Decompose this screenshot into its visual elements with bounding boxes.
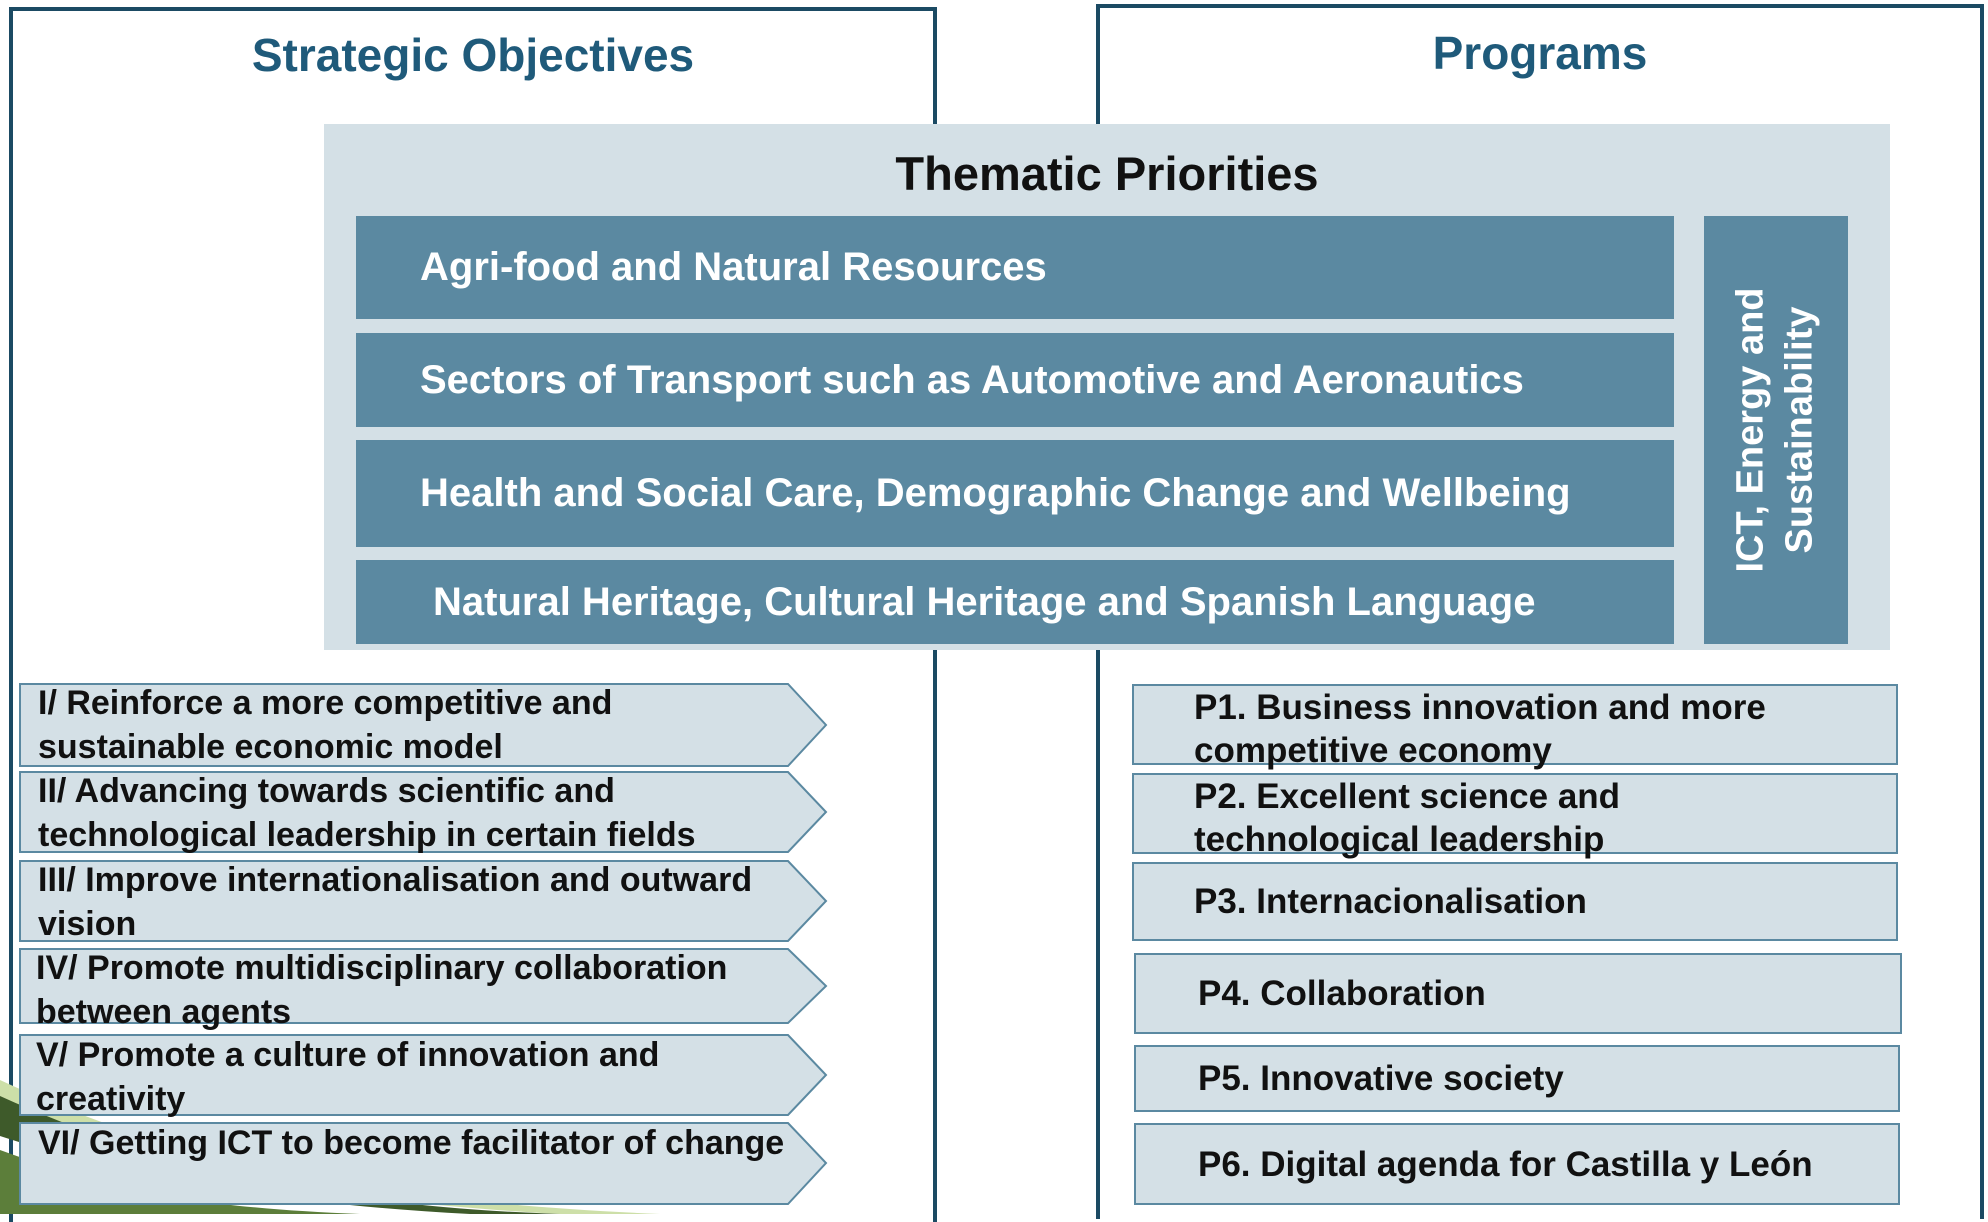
program-p5: P5. Innovative society xyxy=(1134,1045,1900,1112)
program-p2-label: P2. Excellent science and technological … xyxy=(1194,777,1621,859)
objective-arrow-6 xyxy=(19,1122,828,1205)
objective-arrow-5 xyxy=(19,1034,828,1116)
program-p4: P4. Collaboration xyxy=(1134,953,1902,1034)
priority-health: Health and Social Care, Demographic Chan… xyxy=(356,440,1674,547)
program-p6: P6. Digital agenda for Castilla y León xyxy=(1134,1123,1900,1205)
objective-arrow-4 xyxy=(19,948,828,1024)
priority-agrifood: Agri-food and Natural Resources xyxy=(356,216,1674,319)
objective-arrow-3 xyxy=(19,860,828,942)
priority-transport: Sectors of Transport such as Automotive … xyxy=(356,333,1674,427)
priority-heritage: Natural Heritage, Cultural Heritage and … xyxy=(356,560,1674,644)
programs-title: Programs xyxy=(1432,27,1648,79)
objective-3-label: III/ Improve internationalisation and ou… xyxy=(38,861,753,943)
objective-5-label: V/ Promote a culture of innovation and c… xyxy=(36,1036,660,1118)
objective-4-label: IV/ Promote multidisciplinary collaborat… xyxy=(36,949,728,1031)
objective-arrow-1 xyxy=(19,683,828,767)
objective-1-label: I/ Reinforce a more competitive and sust… xyxy=(38,684,613,766)
program-p3-label: P3. Internacionalisation xyxy=(1194,882,1587,921)
program-p1: P1. Business innovation and more competi… xyxy=(1132,684,1898,770)
program-p6-label: P6. Digital agenda for Castilla y León xyxy=(1198,1144,1813,1184)
thematic-priorities-title: Thematic Priorities xyxy=(895,147,1319,200)
objective-2-label: II/ Advancing towards scientific and tec… xyxy=(38,772,696,854)
cross-cutting-bar xyxy=(1704,216,1848,644)
objective-6-label: VI/ Getting ICT to become facilitator of… xyxy=(38,1124,785,1162)
program-p2: P2. Excellent science and technological … xyxy=(1132,773,1898,859)
objective-arrow-2 xyxy=(19,771,828,853)
program-p5-label: P5. Innovative society xyxy=(1198,1059,1564,1098)
strategic-objectives-title: Strategic Objectives xyxy=(251,29,695,81)
program-p3: P3. Internacionalisation xyxy=(1132,862,1898,941)
program-p1-label: P1. Business innovation and more competi… xyxy=(1194,688,1766,770)
program-p4-label: P4. Collaboration xyxy=(1198,974,1486,1013)
